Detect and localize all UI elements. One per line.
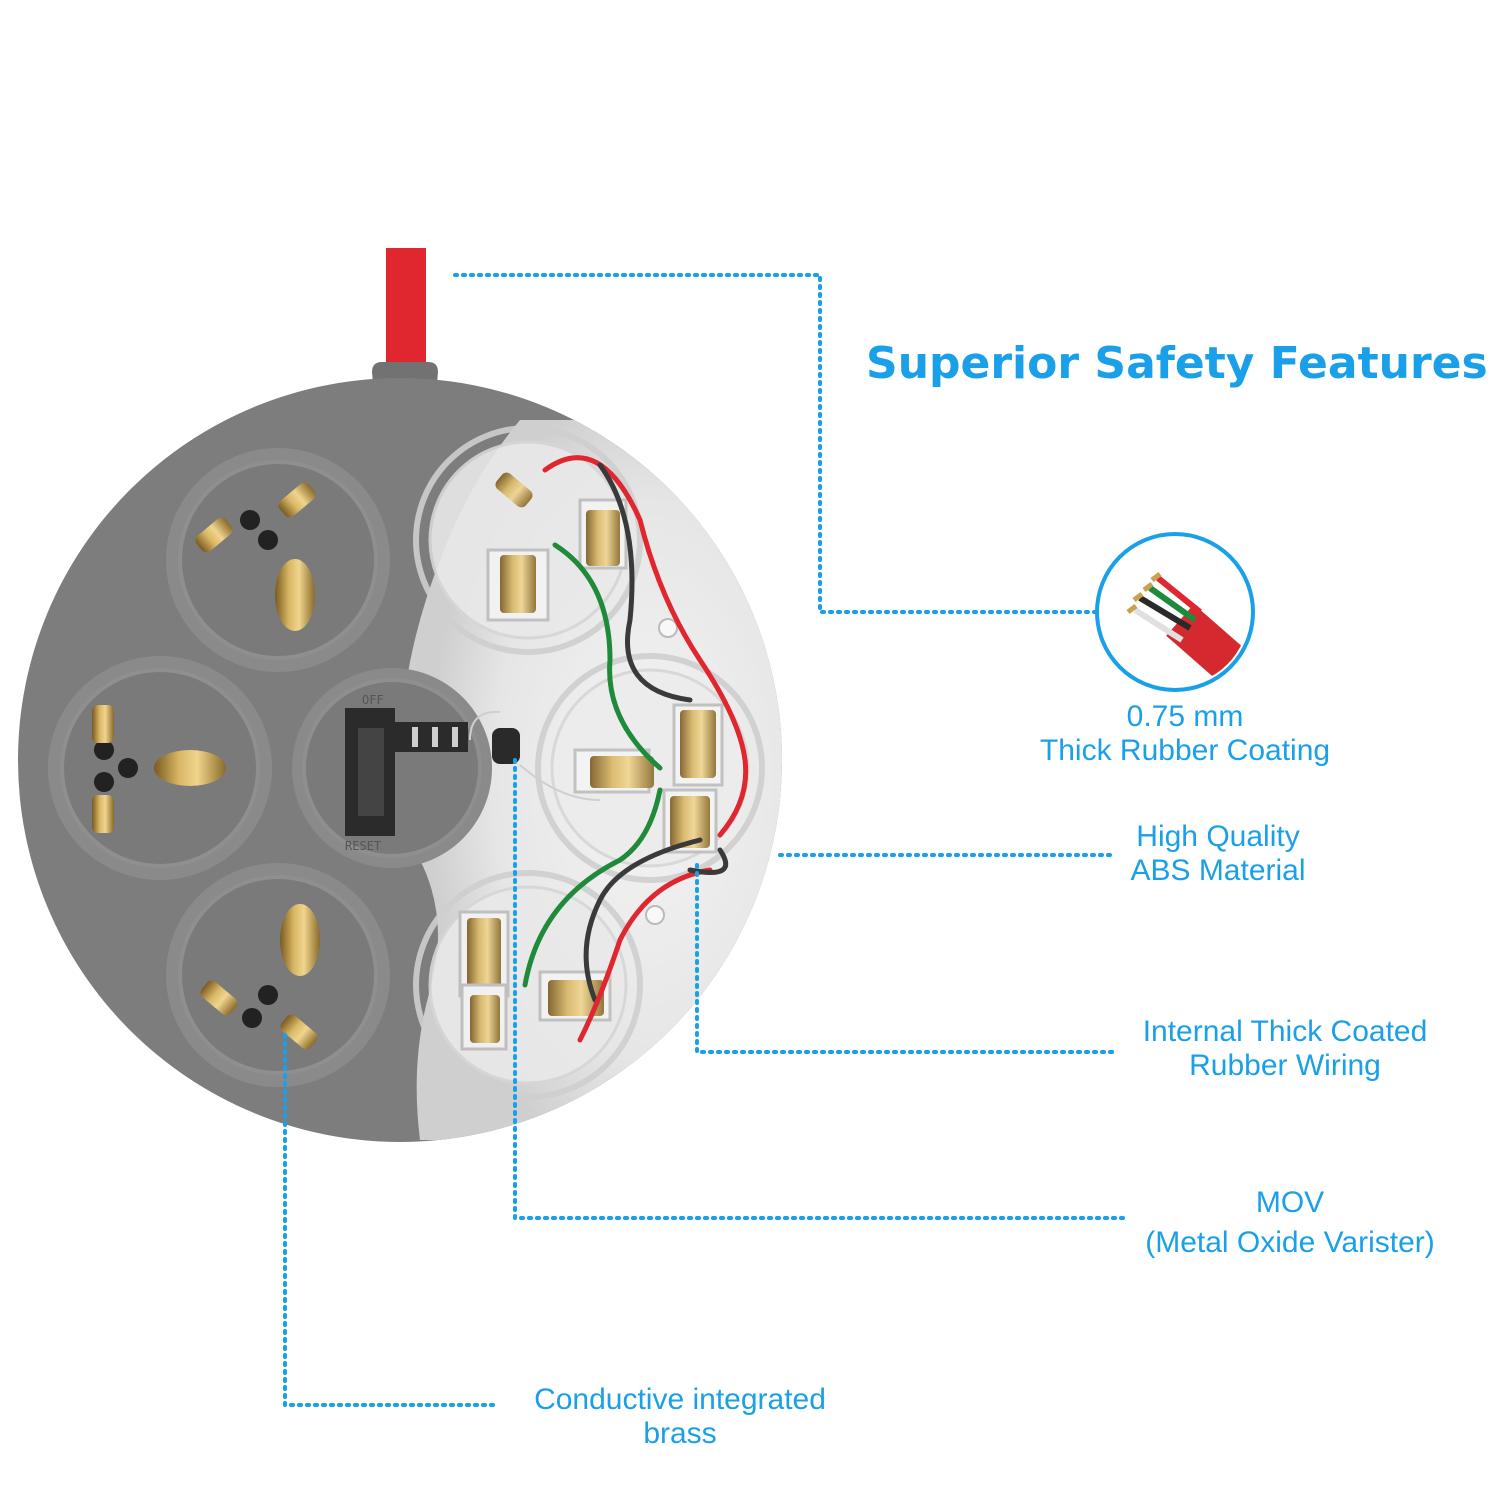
internal-wiring: [522, 455, 749, 1043]
screw-hole: [658, 618, 678, 638]
switch-label-off: OFF: [362, 693, 384, 707]
callout-internal-wiring: Internal Thick Coated Rubber Wiring: [1125, 1015, 1445, 1083]
leader-internal-wiring: [695, 863, 1119, 1054]
socket-bottom-left: [166, 863, 390, 1087]
leader-lines: [283, 273, 1130, 1407]
callout-line: (Metal Oxide Varister): [1145, 1226, 1435, 1259]
callout-line: High Quality: [1136, 820, 1300, 853]
switch-label-reset: RESET: [345, 839, 381, 853]
screw-hole: [645, 905, 665, 925]
rubber-coating-inset: [1095, 532, 1255, 692]
socket-top-right: [413, 425, 643, 655]
leader-brass: [283, 1033, 497, 1407]
leader-rubber-coating: [453, 273, 1097, 614]
callout-line: brass: [643, 1417, 717, 1450]
callout-mov: MOV (Metal Oxide Varister): [1135, 1183, 1445, 1263]
callout-line: Internal Thick Coated: [1142, 1015, 1428, 1048]
leader-mov: [513, 758, 1130, 1220]
callout-line: 0.75 mm: [1126, 700, 1244, 733]
reset-switch: [345, 708, 468, 836]
callout-rubber-coating: 0.75 mm Thick Rubber Coating: [1030, 700, 1340, 768]
mov-component: [469, 710, 601, 801]
socket-top-left: [166, 448, 390, 672]
callout-line: ABS Material: [1130, 854, 1306, 887]
socket-left: [48, 656, 272, 880]
callout-line: Conductive integrated: [534, 1383, 826, 1416]
callout-abs-material: High Quality ABS Material: [1098, 820, 1338, 888]
callout-brass: Conductive integrated brass: [510, 1383, 850, 1451]
page-title: Superior Safety Features: [866, 338, 1488, 389]
callout-line: Thick Rubber Coating: [1039, 734, 1331, 767]
socket-right: [535, 653, 765, 883]
callout-line: Rubber Wiring: [1189, 1049, 1381, 1082]
callout-line: MOV: [1255, 1186, 1325, 1219]
